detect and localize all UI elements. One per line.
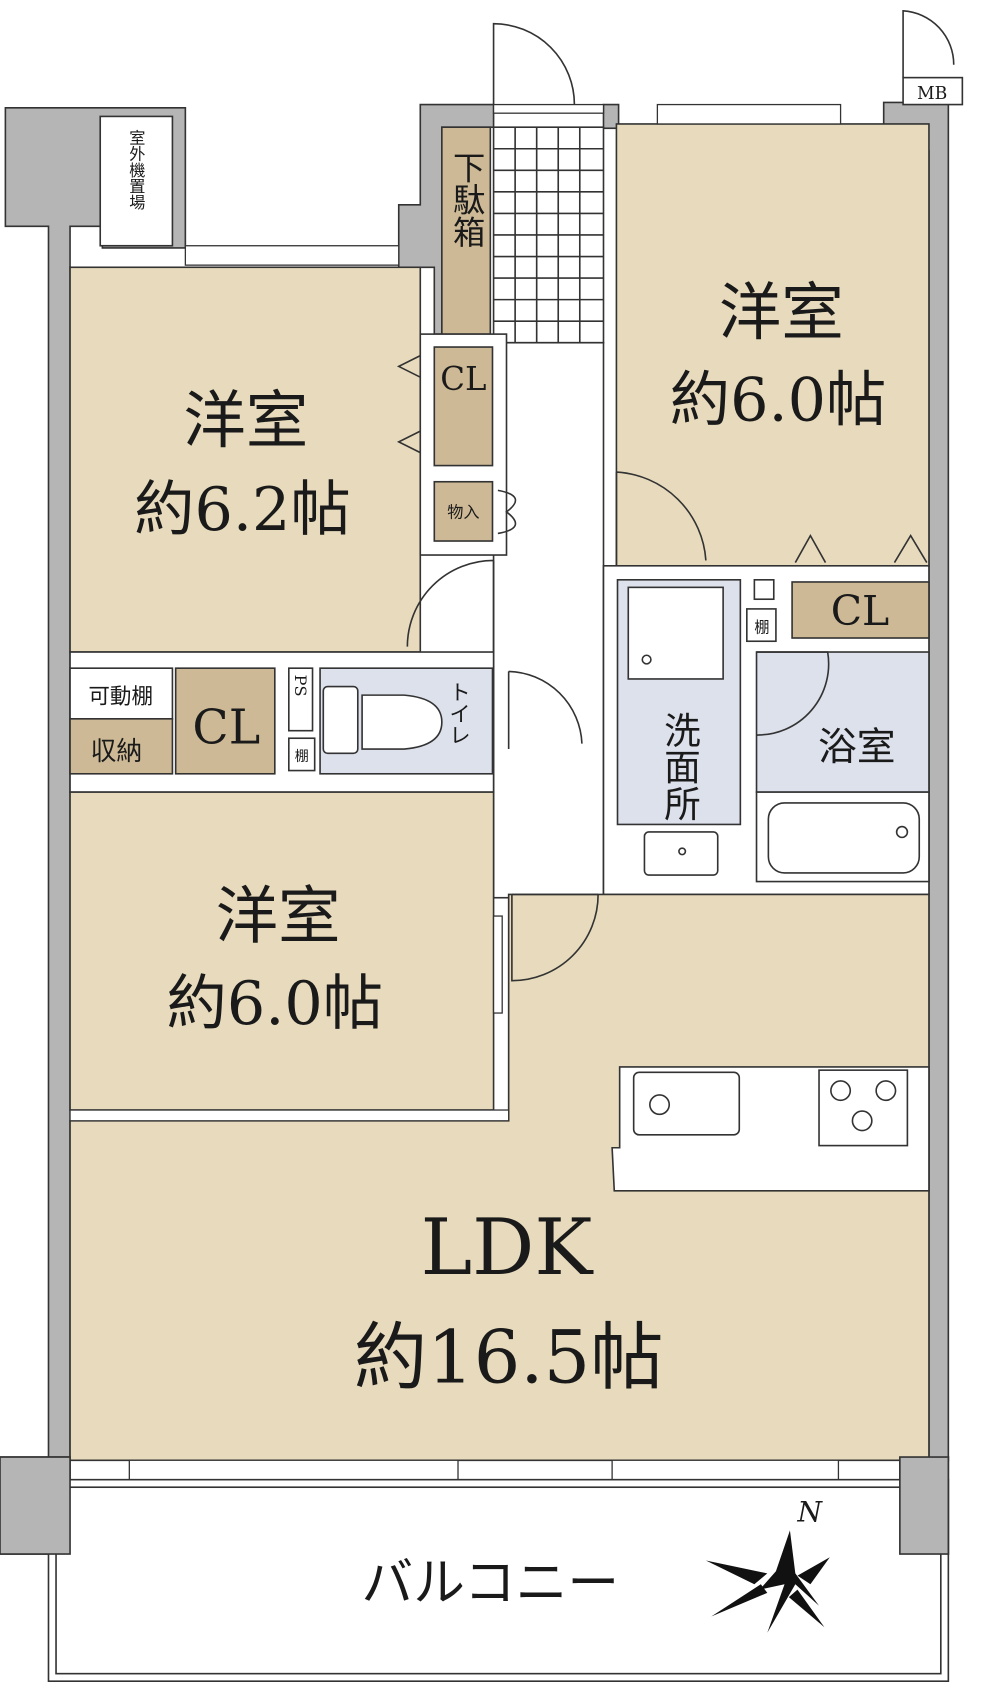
- bedroom-ne-size: 約6.0帖: [670, 365, 887, 435]
- shelf-toilet-label: 棚: [295, 749, 309, 765]
- wash-basin: [643, 831, 719, 876]
- closet-ne-label: CL: [831, 587, 890, 635]
- ldk-door[interactable]: [511, 893, 599, 982]
- window: [656, 103, 842, 125]
- entrance: [492, 22, 605, 344]
- bedroom-nw-size: 約6.2帖: [134, 475, 351, 545]
- shelf-wash-label: 棚: [754, 619, 769, 637]
- washroom-label: 洗面所: [657, 711, 700, 821]
- bedroom-ne-name: 洋室: [719, 276, 844, 349]
- mb-door: [902, 9, 955, 78]
- closet-sw: [174, 667, 276, 775]
- window: [184, 245, 400, 266]
- shoe-box: [441, 126, 492, 335]
- bedroom-nw-name: 洋室: [183, 384, 308, 457]
- bedroom-ne-door[interactable]: [615, 471, 707, 566]
- ps-label: PS: [291, 675, 310, 697]
- bathroom: [755, 651, 930, 793]
- kitchen-counter: [611, 1066, 930, 1192]
- closet-sw-label: CL: [192, 701, 260, 756]
- compass-icon: [705, 1530, 830, 1633]
- bathroom-label: 浴室: [818, 725, 896, 770]
- washer-pan: [627, 586, 724, 680]
- bedroom-sw: [69, 791, 495, 1111]
- bedroom-ne: [615, 123, 930, 567]
- ldk-size: 約16.5帖: [354, 1316, 664, 1401]
- shelf-toilet: [288, 737, 316, 772]
- closet-hall-label-c: CL: [440, 360, 486, 398]
- storage-sw-label: 収納: [91, 737, 143, 767]
- bathtub: [767, 802, 921, 874]
- closet-door-icon: [396, 354, 421, 454]
- movable-shelf: [69, 667, 174, 720]
- closet-door-icon: [794, 533, 928, 563]
- toilet-tank: [322, 685, 359, 755]
- mb-label: MB: [917, 84, 947, 104]
- toilet-label: トイレ: [446, 681, 471, 746]
- bedroom-sw-name: 洋室: [216, 880, 341, 953]
- storage-sw: [69, 718, 174, 775]
- bedroom-nw: [69, 266, 422, 653]
- bedroom-sw-size: 約6.0帖: [167, 969, 384, 1039]
- outdoor-unit-label: 室外機置場: [126, 129, 145, 211]
- ps-shaft: [288, 667, 314, 732]
- closet-small-label: 物入: [447, 502, 479, 521]
- closet-hall: [433, 346, 494, 467]
- mb-box: [902, 76, 964, 106]
- shelf-wash: [746, 608, 777, 643]
- stove: [818, 1069, 909, 1147]
- closet-small-door-icon: [497, 489, 517, 535]
- toilet-bowl: [361, 694, 443, 750]
- window: [611, 1459, 840, 1481]
- kitchen-sink: [632, 1071, 741, 1136]
- shoe-box-label: 下駄箱: [448, 151, 486, 248]
- toilet-door[interactable]: [507, 670, 583, 750]
- compass-north-label: N: [796, 1496, 823, 1529]
- movable-shelf-label: 可動棚: [88, 685, 153, 710]
- window: [128, 1459, 459, 1481]
- closet-ne: [791, 581, 930, 639]
- closet-small: [433, 480, 494, 542]
- outdoor-unit-space: [99, 115, 174, 247]
- ldk-name: LDK: [421, 1203, 595, 1293]
- bathroom-door[interactable]: [756, 651, 830, 736]
- entrance-door[interactable]: [492, 22, 576, 105]
- balcony-label: バルコニー: [362, 1553, 620, 1613]
- bedroom-nw-door[interactable]: [406, 559, 495, 653]
- hallway: [492, 341, 605, 899]
